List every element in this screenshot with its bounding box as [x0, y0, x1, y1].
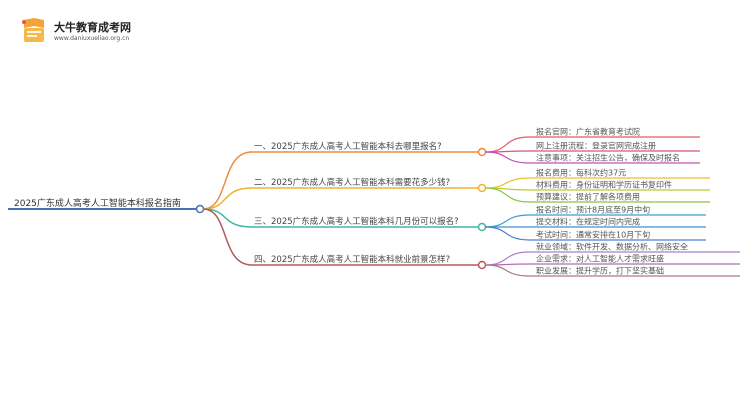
branch-3-leaf-1-connector	[484, 214, 531, 228]
branch-4-label[interactable]: 四、2025广东成人高考人工智能本科就业前景怎样?	[254, 254, 450, 265]
branch-3-connector	[202, 208, 253, 228]
site-logo[interactable]: 大牛教育成考网 www.daniuxueliao.org.cn	[18, 16, 158, 48]
branch-1-leaf-2-label[interactable]: 网上注册流程：登录官网完成注册	[536, 141, 656, 151]
root-node-dot	[195, 204, 205, 214]
branch-2-connector	[202, 187, 253, 210]
branch-4-node-dot	[477, 260, 487, 270]
root-topic[interactable]: 2025广东成人高考人工智能本科报名指南	[14, 197, 181, 209]
branch-4-leaf-2-label[interactable]: 企业需求：对人工智能人才需求旺盛	[536, 254, 664, 264]
branch-2-node-dot	[477, 183, 487, 193]
branch-1-node-dot	[477, 147, 487, 157]
branch-2-leaf-3-connector	[484, 187, 531, 203]
branch-3-node-dot	[477, 222, 487, 232]
branch-2-leaf-1-label[interactable]: 报名费用：每科次约37元	[536, 168, 626, 178]
branch-2-leaf-2-label[interactable]: 材料费用：身份证明和学历证书复印件	[536, 180, 672, 190]
branch-4-leaf-1-connector	[484, 251, 531, 266]
branch-2-leaf-1-connector	[484, 177, 531, 189]
branch-1-leaf-1-label[interactable]: 报名官网：广东省教育考试院	[536, 127, 640, 137]
book-logo-icon	[22, 18, 44, 42]
branch-1-label[interactable]: 一、2025广东成人高考人工智能本科去哪里报名?	[254, 141, 442, 152]
branch-1-leaf-3-connector	[484, 151, 531, 164]
branch-4-leaf-3-label[interactable]: 职业发展：提升学历，打下坚实基础	[536, 266, 664, 276]
branch-4-leaf-3-connector	[484, 264, 531, 277]
branch-4-leaf-1-label[interactable]: 就业领域：软件开发、数据分析、网络安全	[536, 242, 688, 252]
branch-3-leaf-3-label[interactable]: 考试时间：通常安排在10月下旬	[536, 230, 650, 240]
branch-1-connector	[202, 151, 253, 210]
branch-4-connector	[202, 208, 253, 266]
branch-3-leaf-1-label[interactable]: 报名时间：预计8月底至9月中旬	[536, 205, 650, 215]
site-name: 大牛教育成考网	[54, 21, 131, 34]
site-url: www.daniuxueliao.org.cn	[54, 35, 130, 42]
branch-1-leaf-1-connector	[484, 136, 531, 153]
branch-3-label[interactable]: 三、2025广东成人高考人工智能本科几月份可以报名?	[254, 216, 459, 227]
branch-3-leaf-3-connector	[484, 226, 531, 241]
branch-3-leaf-2-label[interactable]: 提交材料：在规定时间内完成	[536, 217, 640, 227]
branch-1-leaf-3-label[interactable]: 注意事项：关注招生公告，确保及时报名	[536, 153, 680, 163]
branch-2-label[interactable]: 二、2025广东成人高考人工智能本科需要花多少钱?	[254, 177, 450, 188]
branch-2-leaf-3-label[interactable]: 预算建议：提前了解各项费用	[536, 192, 640, 202]
